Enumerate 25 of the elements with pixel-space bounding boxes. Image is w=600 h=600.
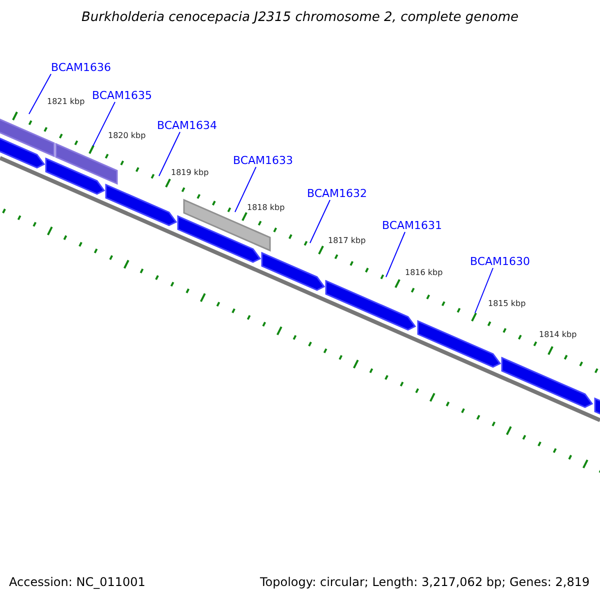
accession-label: Accession: NC_011001 [9, 575, 146, 589]
gene-label: BCAM1634 [157, 119, 218, 132]
leader-line [310, 200, 330, 244]
scale-label: 1821 kbp [47, 97, 85, 107]
scale-label: 1816 kbp [405, 268, 443, 278]
scale-label: 1814 kbp [539, 330, 577, 340]
leader-line [386, 232, 406, 278]
scale-label: 1815 kbp [488, 299, 526, 309]
scale-label: 1819 kbp [171, 168, 209, 178]
gene-label: BCAM1635 [92, 89, 152, 102]
leader-line [92, 102, 116, 146]
leader-line [234, 166, 256, 212]
gene-label: BCAM1633 [233, 154, 294, 167]
map-title: Burkholderia cenocepacia J2315 chromosome 2, complete genome [80, 10, 520, 26]
gene-label: BCAM1632 [307, 187, 368, 200]
leader-line [158, 132, 180, 176]
gene-label: BCAM1631 [382, 219, 442, 232]
scale-label: 1817 kbp [328, 236, 366, 246]
scale-label: 1818 kbp [247, 203, 285, 213]
genome-stats-label: Topology: circular; Length: 3,217,062 bp; Genes: 2,819 [260, 575, 590, 589]
gene-label: BCAM1630 [470, 255, 530, 268]
leader-line [28, 74, 52, 114]
leader-line [474, 268, 494, 314]
scale-label: 1820 kbp [108, 131, 146, 141]
gene-label: BCAM1636 [51, 61, 112, 74]
